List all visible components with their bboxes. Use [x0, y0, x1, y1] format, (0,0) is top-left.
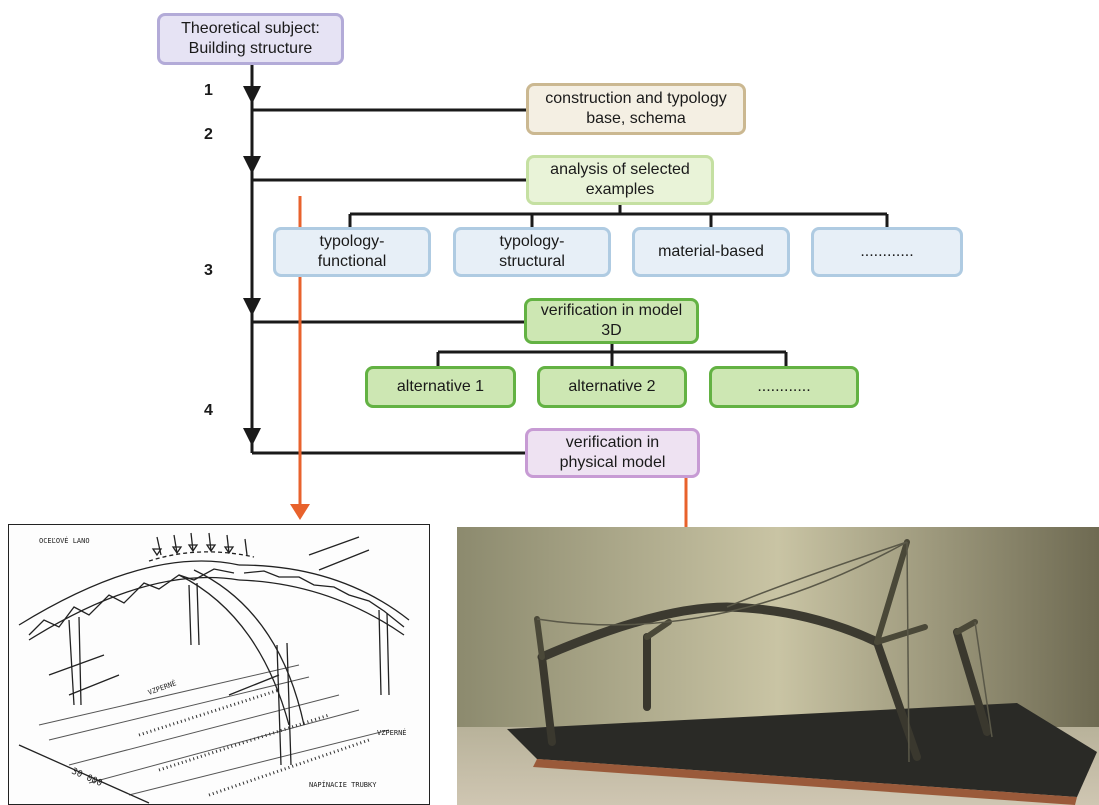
- typology-structural-box: typology- structural: [453, 227, 611, 277]
- verification-physical-box: verification in physical model: [525, 428, 700, 478]
- material-based-box: material-based: [632, 227, 790, 277]
- step-2-label: 2: [204, 126, 213, 143]
- photo-drawing: [457, 527, 1099, 805]
- sketch-label-bottom-right: NAPÍNACIE TRUBKY: [309, 780, 377, 789]
- analysis-more-box: ............: [811, 227, 963, 277]
- alternatives-more-box: ............: [709, 366, 859, 408]
- typology-functional-box: typology- functional: [273, 227, 431, 277]
- construction-box: construction and typology base, schema: [526, 83, 746, 135]
- sketch-dimension: 30 000: [70, 767, 104, 789]
- analysis-box: analysis of selected examples: [526, 155, 714, 205]
- step-1-label: 1: [204, 82, 213, 99]
- physical-model-photo: [457, 527, 1099, 805]
- sketch-label-right: VZPERNÉ: [377, 728, 407, 737]
- structure-sketch: OCEĽOVÉ LANO VZPERNÉ VZPERNÉ NAPÍNACIE T…: [8, 524, 430, 805]
- sketch-drawing: OCEĽOVÉ LANO VZPERNÉ VZPERNÉ NAPÍNACIE T…: [18, 532, 410, 804]
- step-3-label: 3: [204, 262, 213, 279]
- step-4-label: 4: [204, 402, 213, 419]
- alternative-2-box: alternative 2: [537, 366, 687, 408]
- subject-box: Theoretical subject: Building structure: [157, 13, 344, 65]
- spine-arrowheads: [243, 86, 261, 446]
- verification-3d-box: verification in model 3D: [524, 298, 699, 344]
- sketch-label-top: OCEĽOVÉ LANO: [39, 536, 90, 545]
- alternative-1-box: alternative 1: [365, 366, 516, 408]
